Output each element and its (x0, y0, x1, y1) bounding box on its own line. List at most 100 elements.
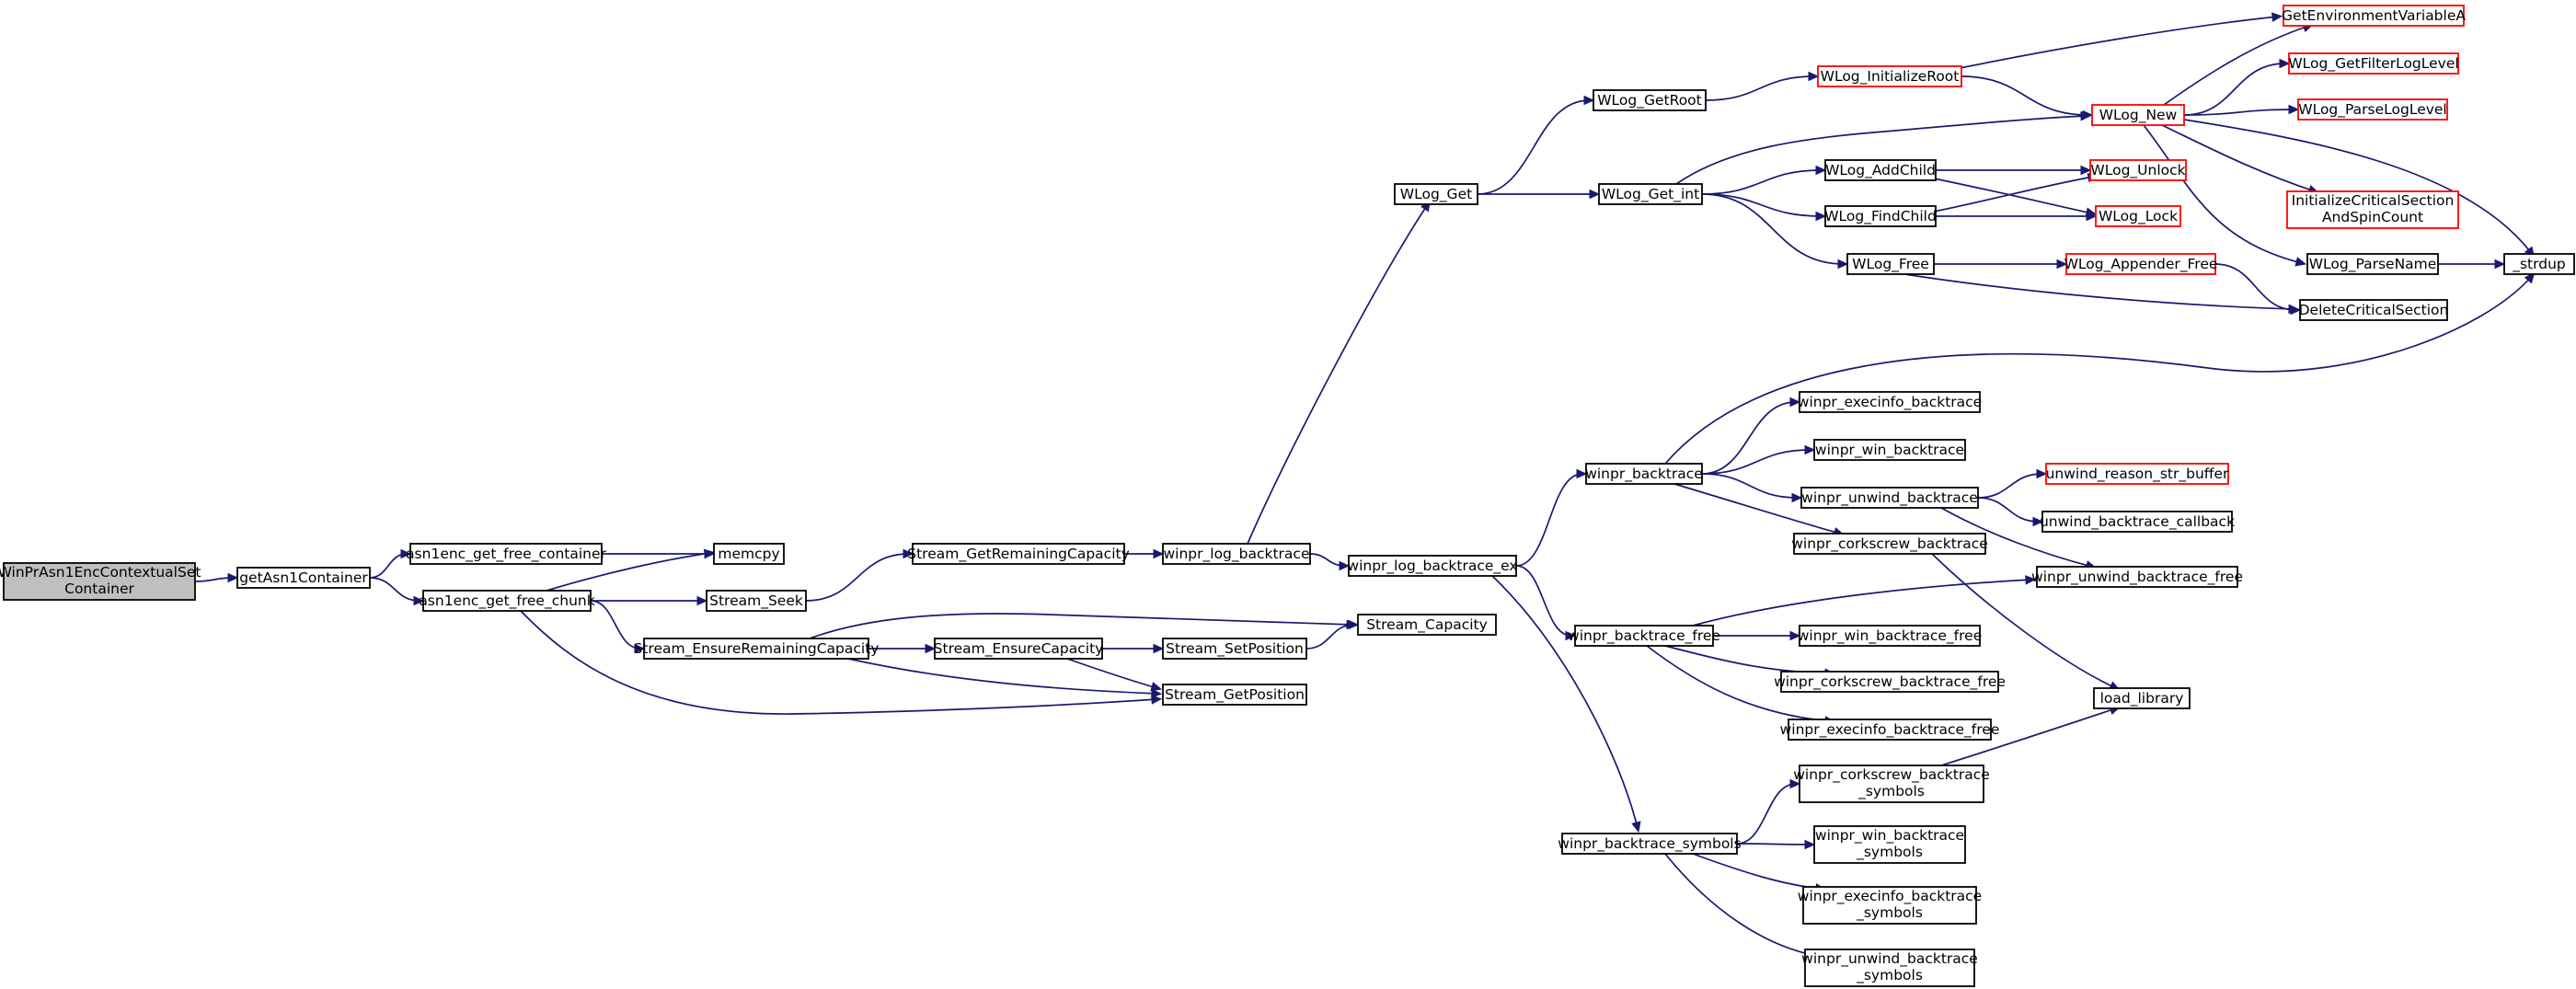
graph-node-winpr-unwind-backtrace-free[interactable]: winpr_unwind_backtrace_free (2031, 566, 2243, 588)
node-box[interactable] (2093, 687, 2191, 709)
graph-node-winpr-backtrace-symbols[interactable]: winpr_backtrace_symbols (1558, 833, 1742, 855)
node-box[interactable] (1817, 65, 1962, 87)
node-box[interactable] (1813, 439, 1966, 461)
graph-node-wlog-parsename[interactable]: WLog_ParseName (2306, 253, 2439, 275)
graph-node-wlog-appender-free[interactable]: WLog_Appender_Free (2064, 253, 2218, 275)
graph-node-wlog-addchild[interactable]: WLog_AddChild (1824, 159, 1937, 181)
graph-node-winpr-log-backtrace-ex[interactable]: winpr_log_backtrace_ex (1347, 555, 1518, 577)
graph-node-wlog-unlock[interactable]: WLog_Unlock (2089, 159, 2187, 181)
graph-node-asn1enc-get-free-container[interactable]: asn1enc_get_free_container (406, 543, 607, 565)
graph-node-wlog-initializeroot[interactable]: WLog_InitializeRoot (1817, 65, 1962, 87)
node-box[interactable] (2041, 511, 2233, 533)
graph-node-wlog-get-int[interactable]: WLog_Get_int (1598, 183, 1703, 205)
node-box[interactable] (1788, 719, 1992, 741)
graph-node-winpr-execinfo-backtrace[interactable]: winpr_execinfo_backtrace (1798, 391, 1982, 413)
graph-node-stream-ensurecapacity[interactable]: Stream_EnsureCapacity (934, 638, 1104, 660)
node-box[interactable] (1824, 159, 1937, 181)
graph-node-winpr-log-backtrace[interactable]: winpr_log_backtrace (1162, 543, 1311, 565)
graph-node--strdup[interactable]: _strdup (2503, 253, 2575, 275)
node-box[interactable] (2283, 5, 2465, 27)
graph-node-load-library[interactable]: load_library (2093, 687, 2191, 709)
node-box[interactable] (1824, 205, 1937, 227)
graph-node-memcpy[interactable]: memcpy (713, 543, 785, 565)
node-box[interactable] (422, 590, 592, 612)
graph-node-stream-capacity[interactable]: Stream_Capacity (1357, 614, 1497, 636)
node-box[interactable] (2089, 159, 2187, 181)
node-box[interactable] (1598, 183, 1703, 205)
graph-node-winpr-win-backtrace-symbols[interactable]: winpr_win_backtrace_symbols (1813, 825, 1966, 864)
node-box[interactable] (706, 590, 807, 612)
node-box[interactable] (1561, 833, 1738, 855)
node-box[interactable] (2288, 52, 2459, 75)
graph-node-stream-getposition[interactable]: Stream_GetPosition (1162, 684, 1307, 706)
graph-node-winpr-backtrace-free[interactable]: winpr_backtrace_free (1568, 625, 1720, 647)
node-box[interactable] (2503, 253, 2575, 275)
graph-node-unwind-backtrace-callback[interactable]: unwind_backtrace_callback (2040, 511, 2235, 533)
graph-node-getasn1container[interactable]: getAsn1Container (236, 567, 371, 589)
graph-node-winpr-unwind-backtrace[interactable]: winpr_unwind_backtrace (1800, 487, 1979, 509)
graph-node-winpr-corkscrew-backtrace-symbols[interactable]: winpr_corkscrew_backtrace_symbols (1793, 765, 1990, 803)
node-box[interactable] (1800, 487, 1979, 509)
graph-node-stream-setposition[interactable]: Stream_SetPosition (1162, 638, 1307, 660)
node-box[interactable] (1802, 886, 1977, 925)
graph-node-winpr-backtrace[interactable]: winpr_backtrace (1585, 463, 1703, 485)
node-box[interactable] (409, 543, 603, 565)
node-box[interactable] (1162, 638, 1307, 660)
node-box[interactable] (3, 562, 196, 601)
graph-node-winpr-unwind-backtrace-symbols[interactable]: winpr_unwind_backtrace_symbols (1801, 949, 1978, 987)
node-box[interactable] (1799, 765, 1984, 803)
graph-node-unwind-reason-str-buffer[interactable]: unwind_reason_str_buffer (2045, 463, 2229, 485)
graph-node-winpr-corkscrew-backtrace[interactable]: winpr_corkscrew_backtrace (1791, 533, 1988, 555)
node-box[interactable] (1780, 671, 1999, 693)
graph-node-wlog-lock[interactable]: WLog_Lock (2095, 205, 2181, 227)
graph-node-wlog-parseloglevel[interactable]: WLog_ParseLogLevel (2297, 98, 2448, 121)
graph-node-wlog-free[interactable]: WLog_Free (1846, 253, 1935, 275)
node-box[interactable] (1162, 684, 1307, 706)
graph-node-wlog-findchild[interactable]: WLog_FindChild (1824, 205, 1937, 227)
graph-node-wlog-get[interactable]: WLog_Get (1394, 183, 1478, 205)
graph-node-wlog-new[interactable]: WLog_New (2091, 104, 2185, 126)
node-box[interactable] (1804, 949, 1975, 987)
graph-node-winpr-win-backtrace[interactable]: winpr_win_backtrace (1813, 439, 1966, 461)
graph-node-stream-ensureremainingcapacity[interactable]: Stream_EnsureRemainingCapacity (634, 638, 880, 660)
graph-node-winpr-execinfo-backtrace-symbols[interactable]: winpr_execinfo_backtrace_symbols (1798, 886, 1982, 925)
node-box[interactable] (236, 567, 371, 589)
node-box[interactable] (643, 638, 869, 660)
node-box[interactable] (934, 638, 1103, 660)
node-box[interactable] (2095, 205, 2181, 227)
graph-node-stream-seek[interactable]: Stream_Seek (706, 590, 807, 612)
node-box[interactable] (1793, 533, 1986, 555)
node-box[interactable] (1357, 614, 1497, 636)
node-box[interactable] (2036, 566, 2238, 588)
node-box[interactable] (912, 543, 1125, 565)
graph-node-stream-getremainingcapacity[interactable]: Stream_GetRemainingCapacity (907, 543, 1130, 565)
node-box[interactable] (2091, 104, 2185, 126)
node-box[interactable] (1799, 391, 1981, 413)
node-box[interactable] (1394, 183, 1478, 205)
graph-node-wlog-getfilterloglevel[interactable]: WLog_GetFilterLogLevel (2288, 52, 2459, 75)
node-box[interactable] (2306, 253, 2439, 275)
node-box[interactable] (2297, 98, 2448, 121)
graph-node-wlog-getroot[interactable]: WLog_GetRoot (1593, 89, 1707, 111)
graph-node-winpr-execinfo-backtrace-free[interactable]: winpr_execinfo_backtrace_free (1780, 719, 2000, 741)
graph-node-winpr-win-backtrace-free[interactable]: winpr_win_backtrace_free (1798, 625, 1982, 647)
graph-node-deletecriticalsection[interactable]: DeleteCriticalSection (2299, 299, 2449, 321)
graph-node-getenvironmentvariablea[interactable]: GetEnvironmentVariableA (2282, 5, 2466, 27)
graph-node-winpr-corkscrew-backtrace-free[interactable]: winpr_corkscrew_backtrace_free (1774, 671, 2006, 693)
node-box[interactable] (2299, 299, 2448, 321)
node-box[interactable] (1799, 625, 1981, 647)
node-box[interactable] (1813, 825, 1966, 864)
node-box[interactable] (1593, 89, 1707, 111)
node-box[interactable] (1162, 543, 1311, 565)
node-box[interactable] (1846, 253, 1935, 275)
node-box[interactable] (1348, 555, 1517, 577)
node-box[interactable] (2065, 253, 2216, 275)
node-box[interactable] (1585, 463, 1703, 485)
node-box[interactable] (2286, 190, 2459, 229)
graph-node-asn1enc-get-free-chunk[interactable]: asn1enc_get_free_chunk (419, 590, 595, 612)
node-box[interactable] (2045, 463, 2229, 485)
node-box[interactable] (713, 543, 785, 565)
node-box[interactable] (1574, 625, 1714, 647)
